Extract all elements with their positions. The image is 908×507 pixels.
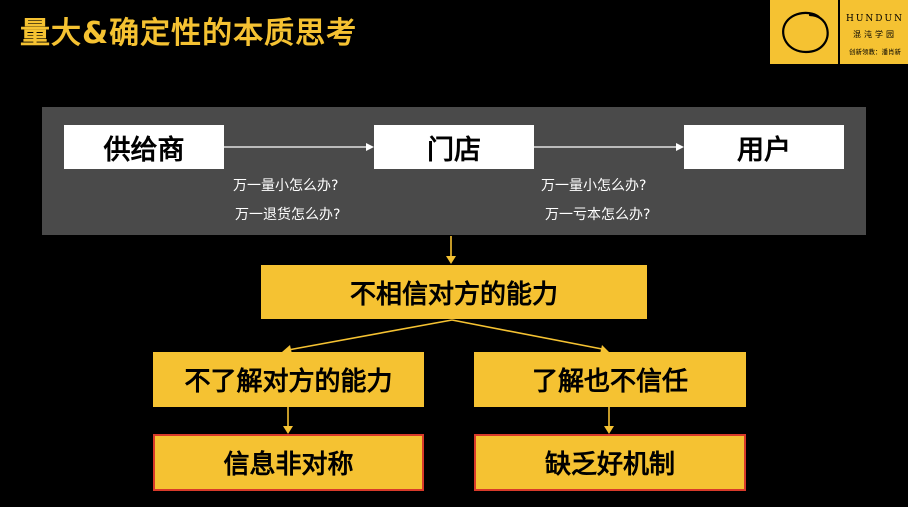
- logo-slogan: 创新领教：潘肖新: [849, 48, 901, 56]
- right-question-2: 万一亏本怎么办?: [545, 207, 651, 223]
- arrow-head-store: [366, 143, 374, 151]
- logo-divider: [838, 0, 840, 64]
- arrow-head-user: [676, 143, 684, 151]
- root-node: 不相信对方的能力: [261, 265, 647, 319]
- enso-circle-icon: [782, 11, 829, 54]
- node-store: 门店: [374, 125, 534, 169]
- arrow-root-right: [451, 319, 603, 350]
- left-question-1: 万一量小怎么办?: [233, 178, 339, 194]
- hundun-logo: HUNDUN 混沌学园 创新领教：潘肖新: [770, 0, 908, 64]
- left-question-2: 万一退货怎么办?: [235, 207, 341, 223]
- arrow-head-right: [600, 345, 609, 354]
- arrow-root-left: [287, 319, 453, 351]
- node-supplier: 供给商: [64, 125, 224, 169]
- arrow-head-right-leaf: [604, 426, 614, 434]
- logo-brand: HUNDUN: [846, 14, 904, 24]
- right-question-1: 万一量小怎么办?: [541, 178, 647, 194]
- slide-title: 量大&确定性的本质思考: [20, 16, 358, 51]
- right-branch-node: 了解也不信任: [474, 352, 746, 407]
- left-branch-node: 不了解对方的能力: [153, 352, 424, 407]
- node-user: 用户: [684, 125, 844, 169]
- logo-brand-cn: 混沌学园: [853, 30, 897, 39]
- arrow-head-root: [446, 256, 456, 264]
- right-leaf-node: 缺乏好机制: [474, 434, 746, 491]
- arrow-head-left: [282, 345, 292, 354]
- left-leaf-node: 信息非对称: [153, 434, 424, 491]
- arrow-head-left-leaf: [283, 426, 293, 434]
